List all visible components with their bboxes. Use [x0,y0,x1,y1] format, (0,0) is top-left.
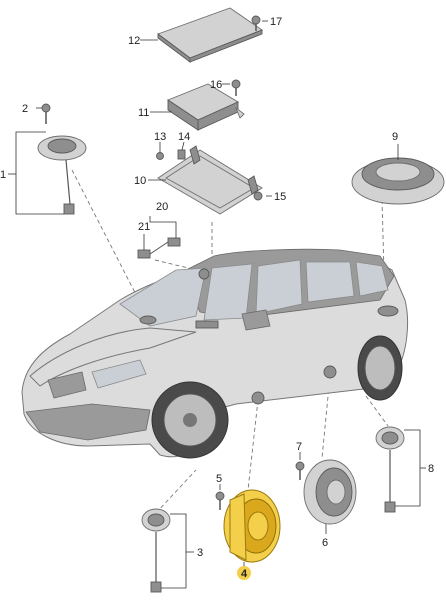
part-mounting-bracket [157,145,263,215]
part-tweeter-front-door [141,508,171,593]
car-illustration [21,248,409,459]
callout-8: 8 [428,463,434,475]
part-amplifier-cover [157,7,263,63]
callout-10: 10 [134,175,146,187]
callout-1: 1 [0,169,6,181]
part-door-speaker-highlighted [223,489,281,563]
callout-9: 9 [392,131,398,143]
part-tweeter-rear [375,426,405,513]
callout-12: 12 [128,35,140,47]
callout-16: 16 [210,79,222,91]
leader-lines [8,20,426,589]
part-screw-16 [231,79,241,96]
callout-7: 7 [296,441,302,453]
callout-17: 17 [270,16,282,28]
part-door-speaker-rear [303,459,357,525]
part-nut-15 [253,191,263,201]
callout-15: 15 [274,191,286,203]
callout-6: 6 [322,537,328,549]
callout-20: 20 [156,201,168,213]
part-screw-2 [41,103,51,124]
part-subwoofer [351,157,445,205]
part-tweeter-left [37,135,87,215]
part-screw-5 [215,491,225,510]
callout-11: 11 [138,107,149,119]
part-amplifier-module [167,83,245,131]
callout-4-marker [237,566,251,580]
callout-3: 3 [197,547,203,559]
callout-21: 21 [138,221,150,233]
part-clips [156,149,186,160]
callout-14: 14 [178,131,190,143]
callout-2: 2 [22,103,28,115]
callout-labels: 12 17 16 11 2 13 14 10 15 1 9 20 21 7 5 … [0,16,434,580]
part-screw-17 [251,15,261,31]
callout-5: 5 [216,473,222,485]
callout-4: 4 [241,568,248,580]
callout-13: 13 [154,131,166,143]
part-screw-7 [295,461,305,480]
